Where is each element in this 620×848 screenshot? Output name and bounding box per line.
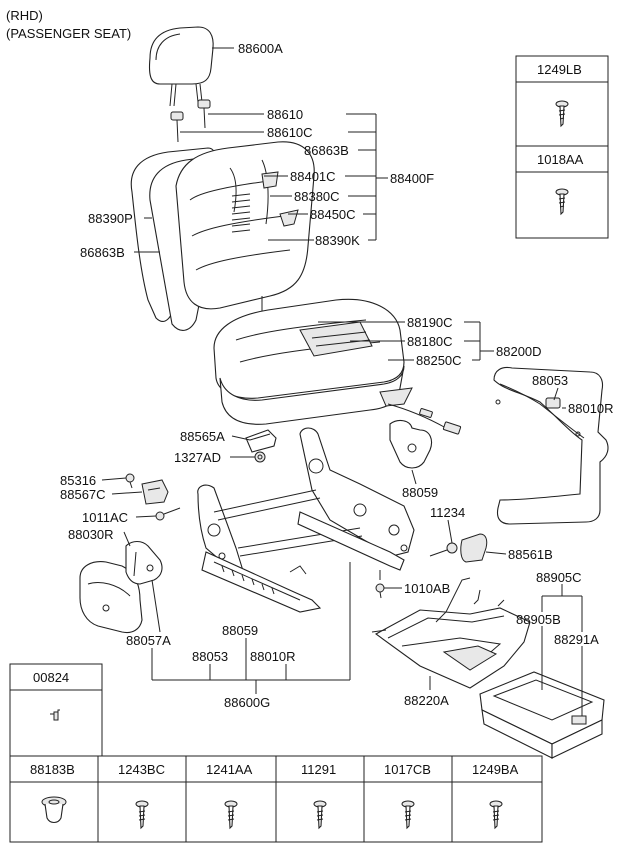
headrest-guide-drawing	[170, 99, 211, 143]
callout-88010r-low: 88010R	[250, 649, 296, 664]
callout-85316: 85316	[60, 473, 96, 488]
callout-88030r: 88030R	[68, 527, 114, 542]
grommet-icon	[41, 796, 67, 824]
callout-88401c: 88401C	[290, 169, 336, 184]
screw-icon	[555, 100, 569, 128]
seat-cushion-drawing	[213, 298, 462, 435]
callout-1327ad: 1327AD	[174, 450, 221, 465]
callout-88200d: 88200D	[496, 344, 542, 359]
bracket-88059-drawing	[389, 419, 433, 469]
bolt-11234-drawing	[429, 542, 458, 557]
callout-11234: 11234	[430, 505, 465, 520]
callout-88565a: 88565A	[180, 429, 225, 444]
callout-88905c: 88905C	[536, 570, 582, 585]
cover-88567c-drawing	[141, 479, 169, 505]
header-rhd: (RHD)	[6, 8, 43, 23]
header-passenger-seat: (PASSENGER SEAT)	[6, 26, 131, 41]
fastener-table-right: 1249LB 1018AA	[515, 55, 609, 239]
fastener-1249ba-label: 1249BA	[472, 762, 519, 777]
callout-88561b: 88561B	[508, 547, 553, 562]
callout-88250c: 88250C	[416, 353, 462, 368]
screw-icon	[224, 800, 238, 830]
side-shield-drawing	[493, 366, 609, 525]
callout-88057a: 88057A	[126, 633, 171, 648]
callout-88610c: 88610C	[267, 125, 313, 140]
fastener-1017cb-label: 1017CB	[384, 762, 431, 777]
callout-1011ac: 1011AC	[82, 510, 128, 525]
fastener-88183b-label: 88183B	[30, 762, 75, 777]
callout-88190c: 88190C	[407, 315, 453, 330]
callout-88220a: 88220A	[404, 693, 449, 708]
callout-88600a: 88600A	[238, 41, 283, 56]
under-tray-drawing	[371, 577, 531, 689]
callout-labels: 88600A 88610 88610C 86863B 88401C 88400F…	[60, 41, 614, 710]
callout-88380c: 88380C	[294, 189, 340, 204]
callout-88600g: 88600G	[224, 695, 270, 710]
callout-86863b-top: 86863B	[304, 143, 349, 158]
bracket-88057a-drawing	[125, 540, 163, 585]
screw-icon	[489, 800, 503, 830]
fastener-1243bc-label: 1243BC	[118, 762, 165, 777]
bolt-85316-drawing	[125, 473, 135, 489]
clip-88565a-drawing	[245, 429, 277, 453]
callout-88010r-right: 88010R	[568, 401, 614, 416]
callout-88059-low: 88059	[222, 623, 258, 638]
callout-88390k: 88390K	[315, 233, 360, 248]
callout-88400f: 88400F	[390, 171, 434, 186]
fastener-1018aa-label: 1018AA	[537, 152, 584, 167]
callout-88291a: 88291A	[554, 632, 599, 647]
callout-88567c: 88567C	[60, 487, 106, 502]
callout-88905b: 88905B	[516, 612, 561, 627]
fastener-table-bottom: 88183B 1243BC 1241AA 11291 1017CB 1249BA	[9, 755, 543, 843]
screw-icon	[135, 800, 149, 830]
tray-box-drawing	[479, 671, 605, 759]
seat-back-drawing	[130, 141, 315, 331]
cover-88030r-drawing	[79, 561, 143, 634]
fastener-table-left: 00824	[9, 663, 103, 757]
seat-frame-drawing	[197, 427, 415, 613]
callout-88450c: 88450C	[310, 207, 356, 222]
callout-88610: 88610	[267, 107, 303, 122]
callout-88180c: 88180C	[407, 334, 453, 349]
callout-88390p: 88390P	[88, 211, 133, 226]
callout-88053-low: 88053	[192, 649, 228, 664]
screw-icon	[401, 800, 415, 830]
callout-88053-right: 88053	[532, 373, 568, 388]
callout-1010ab: 1010AB	[404, 581, 450, 596]
leader-lines	[101, 47, 583, 716]
screw-icon	[555, 188, 569, 216]
fastener-11291-label: 11291	[301, 762, 336, 777]
cover-88561b-drawing	[460, 533, 488, 563]
callout-88059-mid: 88059	[402, 485, 438, 500]
headrest-drawing	[148, 26, 214, 107]
callout-86863b-left: 86863B	[80, 245, 125, 260]
fastener-00824-label: 00824	[33, 670, 69, 685]
nut-1327ad-drawing	[254, 451, 266, 463]
clip-icon	[50, 709, 60, 721]
fastener-1241aa-label: 1241AA	[206, 762, 253, 777]
screw-icon	[313, 800, 327, 830]
screw-1011ac-drawing	[155, 507, 181, 521]
fastener-1249lb-label: 1249LB	[537, 62, 582, 77]
bolt-1010ab-drawing	[375, 570, 385, 599]
